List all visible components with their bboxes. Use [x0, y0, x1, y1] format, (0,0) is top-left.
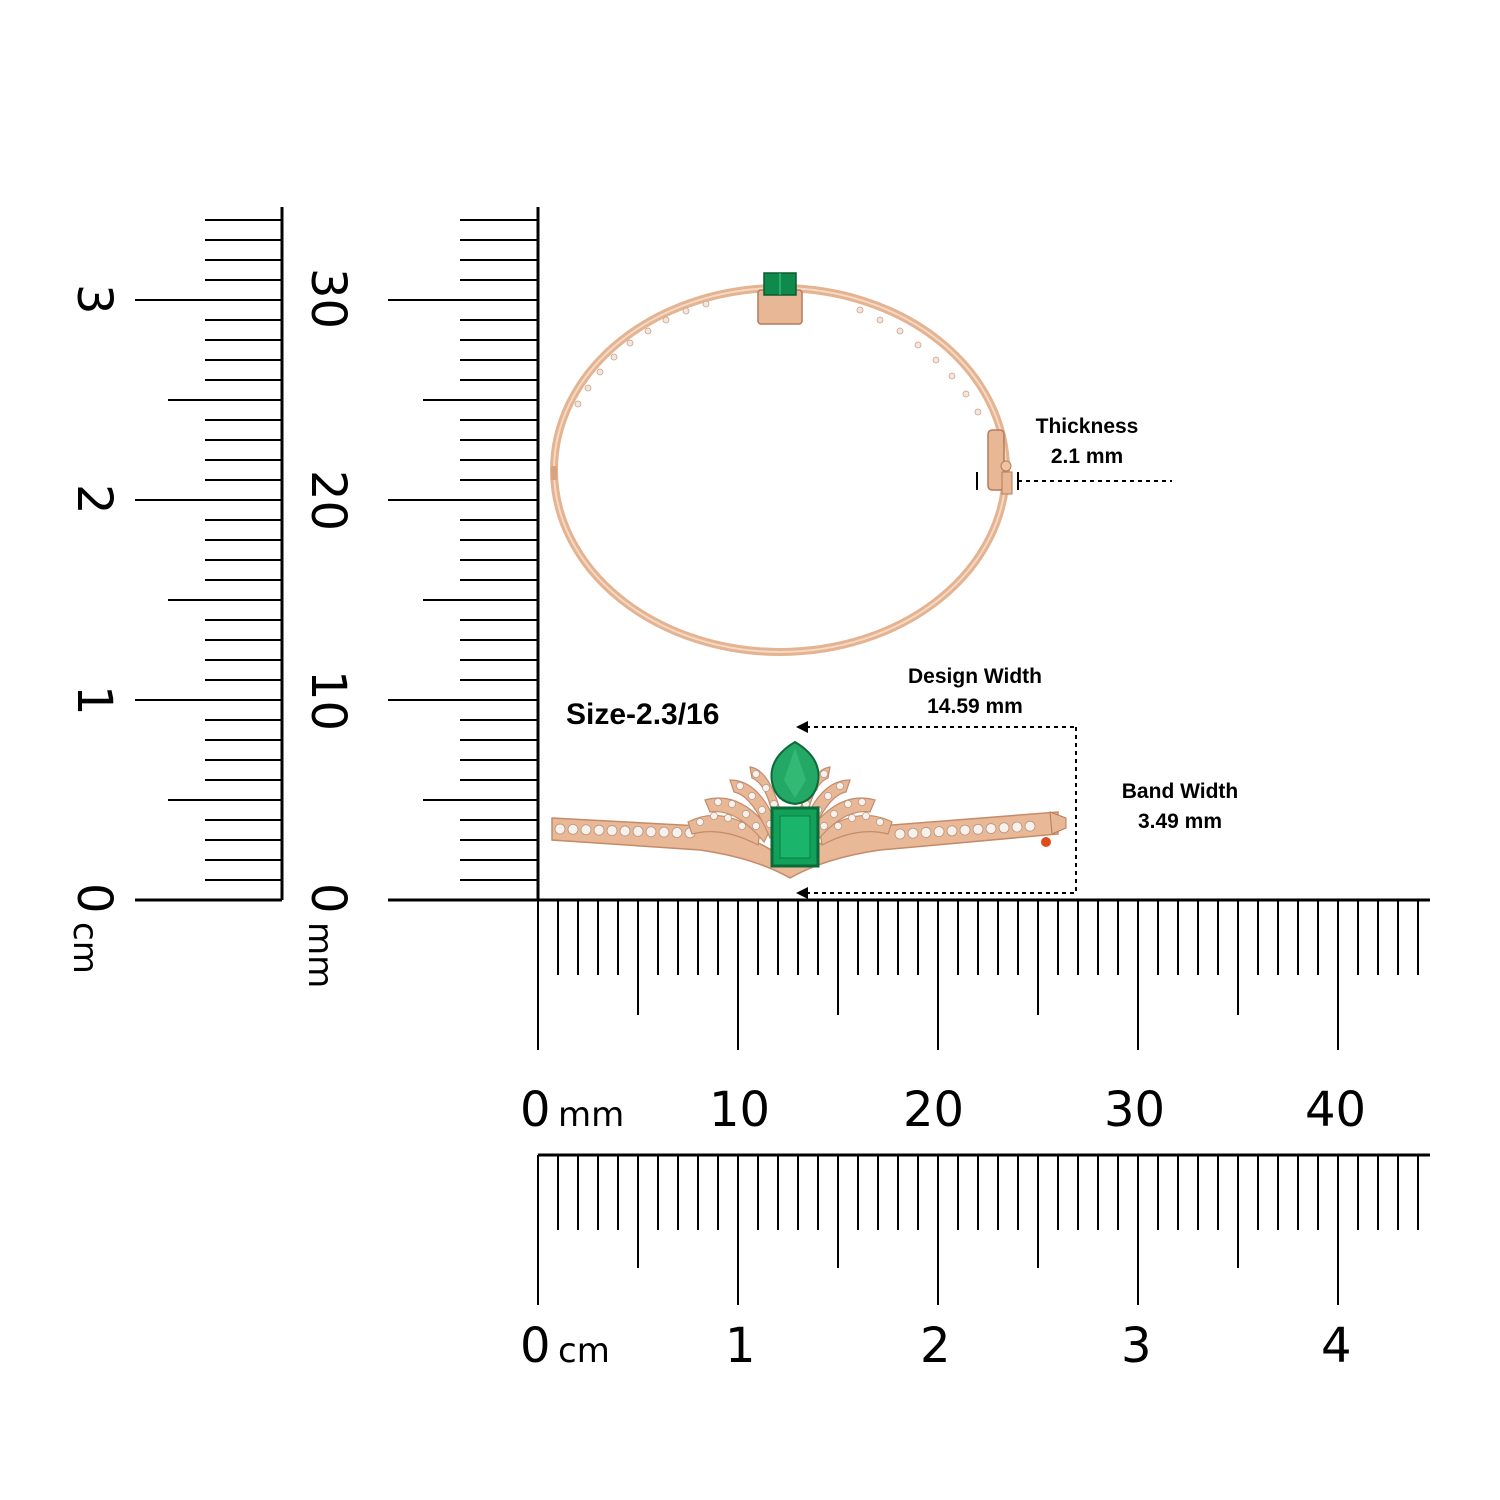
vcm-label-0: 0: [66, 883, 122, 914]
pave-diamond: [820, 770, 828, 778]
pave-diamond: [752, 770, 760, 778]
pave-diamond: [619, 825, 631, 837]
pave-diamond: [933, 826, 945, 838]
pave-diamond: [696, 818, 704, 826]
horizontal-cm-ruler: [537, 1153, 1430, 1305]
vcm-unit: cm: [65, 922, 105, 974]
pave-diamond: [671, 827, 683, 838]
pave-diamond: [824, 792, 832, 800]
hmm-label-20: 20: [903, 1082, 965, 1138]
pave-diamond: [894, 828, 906, 840]
hmm-label-40: 40: [1305, 1082, 1367, 1138]
pave-diamond: [593, 824, 605, 836]
hcm-label-4: 4: [1321, 1318, 1352, 1374]
vcm-label-1: 1: [66, 685, 122, 716]
pave-diamond: [946, 825, 958, 837]
pave-diamond: [907, 827, 919, 839]
hcm-label-3: 3: [1121, 1318, 1152, 1374]
pave-diamond: [728, 800, 736, 808]
vmm-label-0: 0: [300, 883, 356, 914]
pave-diamond: [752, 822, 760, 830]
pave-diamond: [748, 792, 756, 800]
design-width-title: Design Width: [908, 665, 1042, 688]
thickness-value: 2.1 mm: [1050, 445, 1124, 468]
bangle-side-view: [550, 272, 1013, 656]
thickness-title: Thickness: [1035, 415, 1139, 438]
pave-diamond: [862, 812, 870, 820]
pave-diamond: [876, 818, 884, 826]
pave-diamond: [959, 824, 971, 836]
pave-diamond: [985, 823, 997, 834]
hmm-label-10: 10: [709, 1082, 771, 1138]
pave-diamond: [844, 800, 852, 808]
hcm-label-0: 0: [520, 1318, 551, 1374]
vertical-mm-ruler: [388, 207, 540, 902]
band-width-annotation: Band Width 3.49 mm: [1100, 777, 1260, 837]
vcm-label-2: 2: [66, 484, 122, 515]
pave-diamond: [724, 814, 732, 822]
vmm-label-20: 20: [300, 470, 356, 532]
vmm-label-30: 30: [300, 268, 356, 330]
horizontal-mm-ruler: [537, 898, 1430, 1050]
pave-diamond: [710, 812, 718, 820]
pave-diamond: [736, 782, 744, 790]
design-width-value: 14.59 mm: [927, 695, 1023, 718]
design-width-annotation: Design Width 14.59 mm: [885, 662, 1065, 722]
vmm-unit: mm: [300, 922, 340, 989]
pave-diamond: [1024, 820, 1036, 832]
pave-diamond: [554, 823, 566, 835]
hmm-label-30: 30: [1104, 1082, 1166, 1138]
hmm-unit: mm: [558, 1095, 625, 1135]
pave-diamond: [972, 823, 984, 835]
pave-diamond: [658, 826, 670, 838]
pave-diamond: [920, 827, 932, 838]
pave-diamond: [632, 825, 644, 837]
pave-diamond: [830, 810, 838, 818]
pave-diamond: [848, 814, 856, 822]
hcm-unit: cm: [558, 1331, 610, 1371]
pave-diamond: [836, 782, 844, 790]
vertical-cm-ruler: [135, 207, 284, 902]
thickness-measure-line: [976, 472, 1172, 490]
hcm-label-2: 2: [920, 1318, 951, 1374]
vcm-label-3: 3: [66, 284, 122, 315]
pave-diamond: [742, 810, 750, 818]
thickness-annotation: Thickness 2.1 mm: [1007, 412, 1167, 472]
pave-diamond: [645, 826, 657, 838]
pave-diamond: [758, 806, 766, 814]
pave-diamond: [714, 798, 722, 806]
vmm-label-10: 10: [300, 670, 356, 732]
band-width-value: 3.49 mm: [1137, 810, 1223, 833]
pave-diamond: [998, 822, 1010, 834]
hmm-label-0: 0: [520, 1082, 551, 1138]
size-label: Size-2.3/16: [566, 698, 720, 731]
pave-diamond: [762, 784, 770, 792]
hcm-label-1: 1: [725, 1318, 756, 1374]
design-width-measure: [796, 721, 1077, 899]
pave-diamond: [1011, 821, 1023, 833]
pave-diamond: [606, 825, 618, 836]
pave-diamond: [738, 822, 746, 830]
pave-diamond: [834, 822, 842, 830]
pave-diamond: [580, 824, 592, 836]
pave-diamond: [567, 823, 579, 835]
pave-diamond: [858, 798, 866, 806]
bangle-front-view: [551, 740, 1067, 879]
pave-diamond: [820, 822, 828, 830]
band-width-title: Band Width: [1121, 780, 1239, 803]
